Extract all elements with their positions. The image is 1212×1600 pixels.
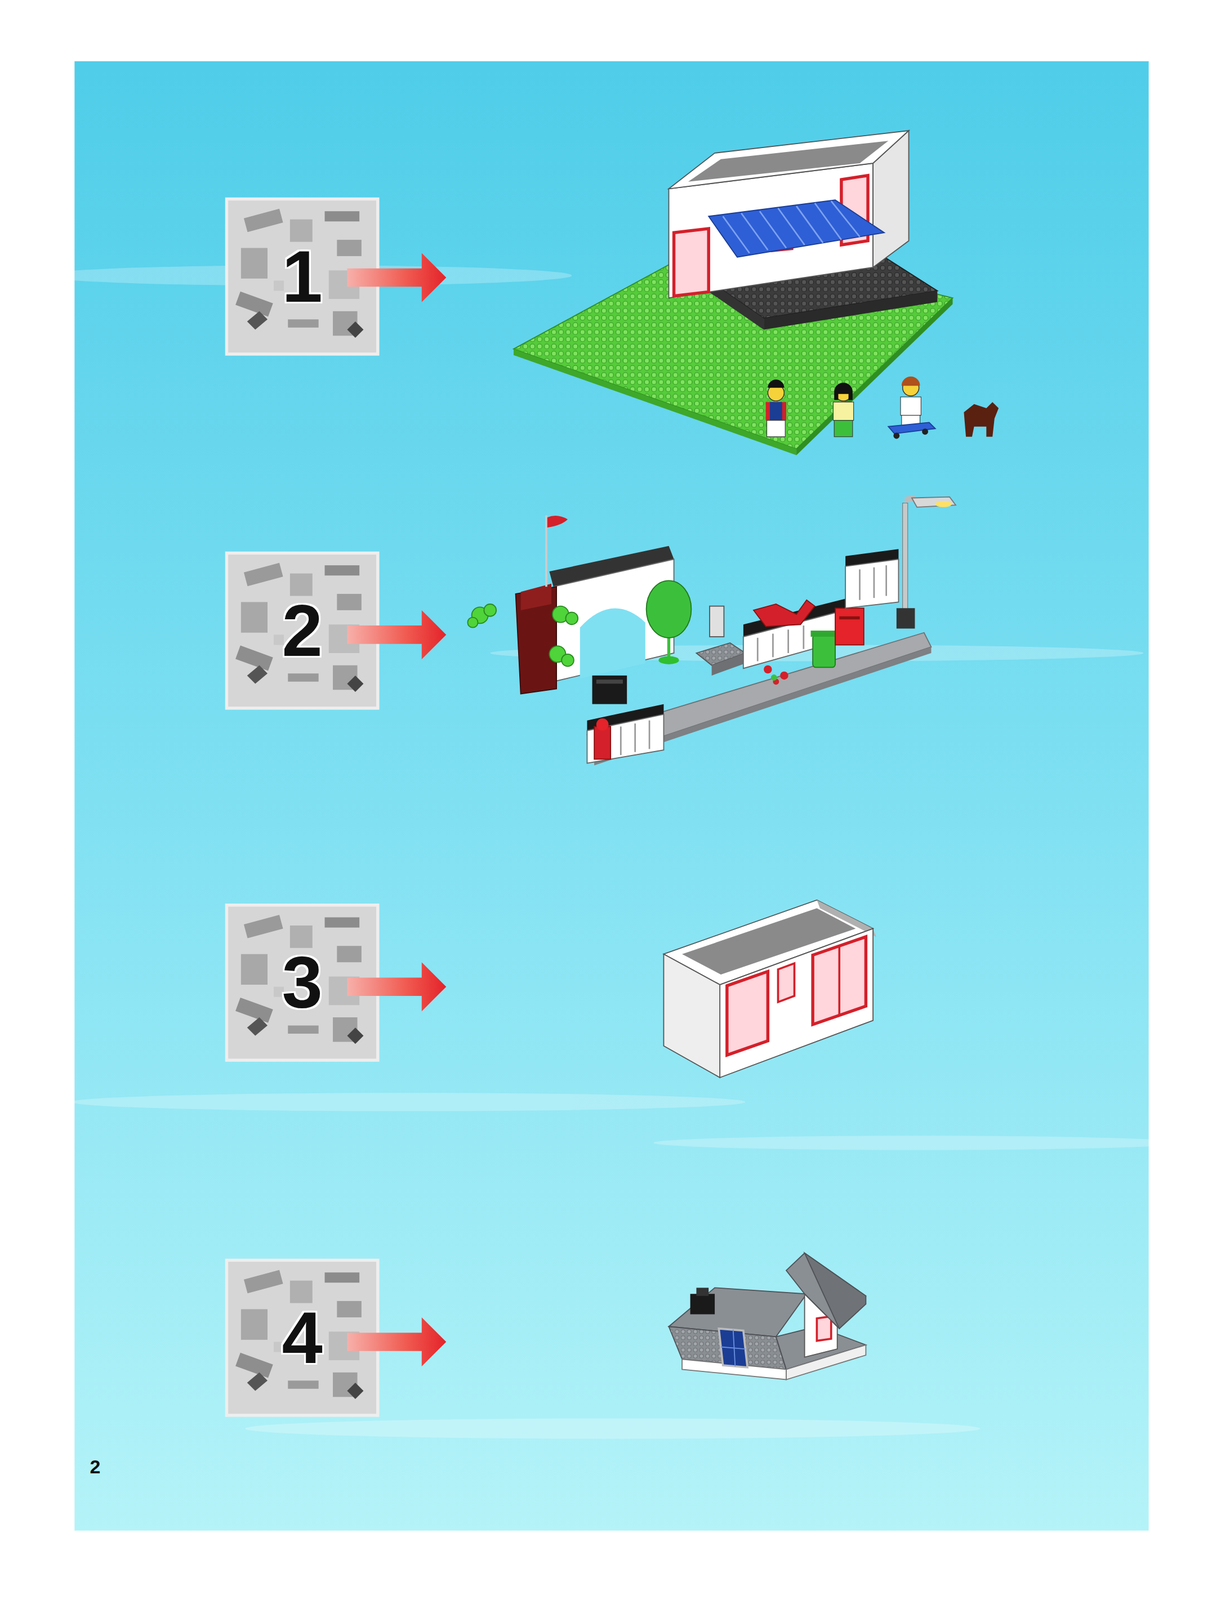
bag-number: 4 xyxy=(281,1301,323,1375)
parts-bag: 4 xyxy=(226,1260,378,1416)
bag-number: 3 xyxy=(281,946,323,1020)
bag-number: 2 xyxy=(281,594,323,668)
page-number: 2 xyxy=(90,1457,101,1477)
parts-bag: 3 xyxy=(226,905,378,1062)
parts-bag: 2 xyxy=(226,553,378,709)
parts-bag: 1 xyxy=(226,198,378,355)
bag-number: 1 xyxy=(281,239,323,314)
